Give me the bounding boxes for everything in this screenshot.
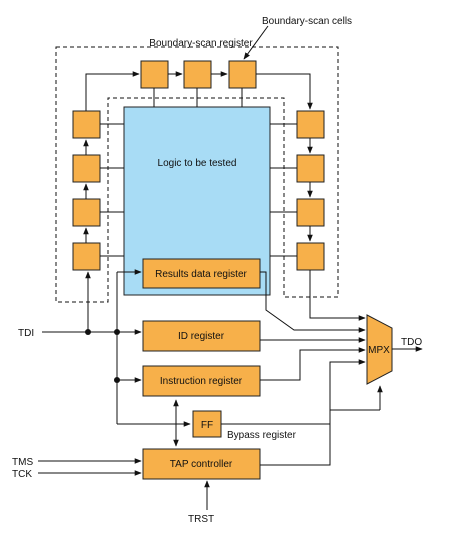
bs-cell-left-2	[72, 154, 101, 183]
bs-cell-right-2	[296, 154, 325, 183]
trst-label: TRST	[188, 514, 214, 525]
bypass-ff-label: FF	[201, 420, 213, 431]
boundary-scan-cells-label: Boundary-scan cells	[262, 16, 352, 27]
bs-cell-top-3	[228, 60, 257, 89]
bs-cell-left-3	[72, 198, 101, 227]
tap-controller-label: TAP controller	[170, 459, 233, 470]
bs-cell-top-1	[140, 60, 169, 89]
bs-cell-left-4	[72, 242, 101, 271]
tms-label: TMS	[12, 457, 33, 468]
logic-block-label: Logic to be tested	[158, 158, 237, 169]
mpx-multiplexer	[366, 314, 393, 385]
instruction-register	[142, 365, 261, 397]
results-data-register	[142, 258, 261, 289]
tck-label: TCK	[12, 469, 32, 480]
bs-cell-right-1	[296, 110, 325, 139]
bypass-register-label: Bypass register	[227, 430, 297, 441]
results-data-register-label: Results data register	[155, 269, 247, 280]
bs-cell-top-2	[183, 60, 212, 89]
bs-cell-right-3	[296, 198, 325, 227]
bs-cell-left-1	[72, 110, 101, 139]
tdi-label: TDI	[18, 328, 34, 339]
tdo-label: TDO	[401, 337, 422, 348]
boundary-scan-register-label: Boundary-scan register	[149, 38, 253, 49]
bs-cell-right-4	[296, 242, 325, 271]
id-register	[142, 320, 261, 352]
mpx-label: MPX	[368, 345, 390, 356]
boundary-scan-register-outline	[55, 46, 339, 303]
instruction-register-label: Instruction register	[160, 376, 243, 387]
tap-controller	[142, 448, 261, 480]
bypass-ff	[192, 410, 222, 438]
id-register-label: ID register	[178, 331, 225, 342]
